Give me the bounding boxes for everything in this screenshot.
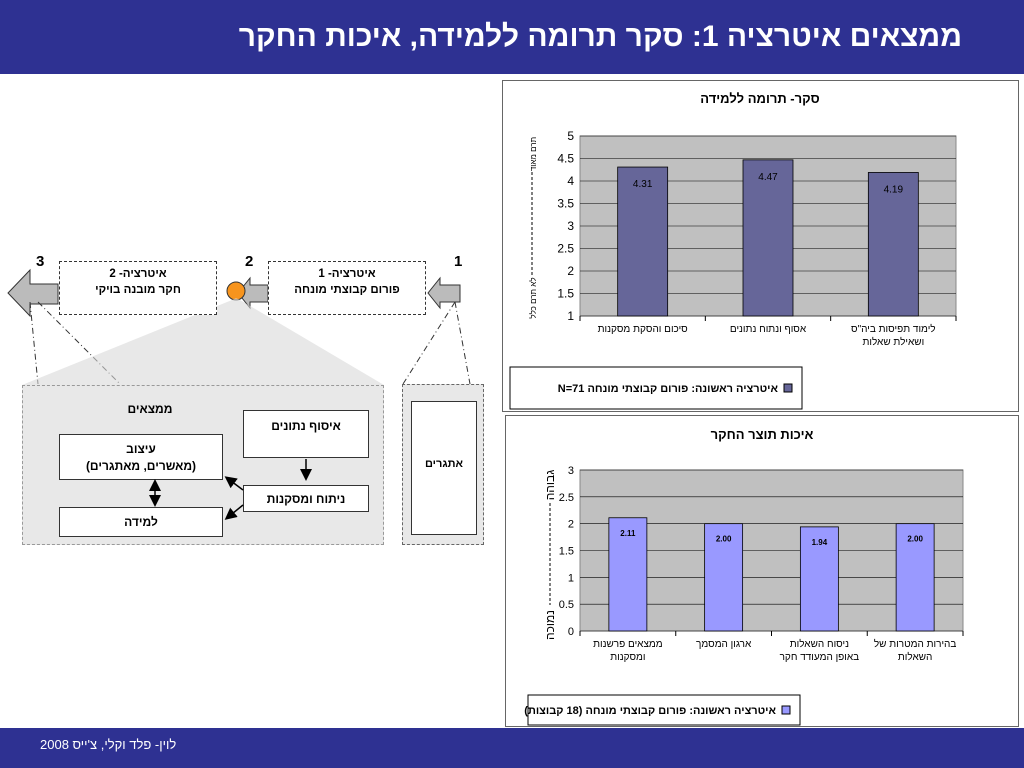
step-number-2: 2 (245, 253, 254, 270)
findings-arrows (149, 459, 312, 520)
step-number-3: 3 (36, 253, 45, 270)
y-tick-label: 0.5 (559, 599, 574, 611)
legend-label: איטרציה ראשונה: פורום קבוצתי מונחה (18 ק… (524, 705, 776, 717)
y-tick-label: 1.5 (559, 546, 574, 558)
learning-label: למידה (124, 515, 158, 529)
iteration-2-title: איטרציה- 2 (109, 268, 167, 280)
bar (704, 523, 744, 632)
slide-title: ממצאים איטרציה 1: סקר תרומה ללמידה, איכו… (238, 20, 962, 53)
y-axis-label-top: תרם מאוד (529, 137, 538, 171)
learning-box: למידה (59, 507, 223, 537)
chart-title: סקר- תרומה ללמידה (700, 91, 819, 106)
y-tick-label: 3 (568, 465, 574, 477)
findings-title: ממצאים (127, 402, 173, 416)
y-axis-label-top: גבוהה (543, 470, 557, 501)
step-number-1: 1 (454, 253, 463, 270)
bar (867, 172, 919, 317)
y-tick-label: 3 (567, 219, 574, 233)
findings-callout (22, 298, 384, 385)
legend-swatch (781, 705, 791, 715)
slide-footer: לוין- פלד וקלי, צ'ייס 2008 (0, 728, 1024, 768)
iteration-1-title: איטרציה- 1 (318, 268, 376, 280)
y-axis-label-bottom: לא תרם כלל (529, 277, 538, 318)
bar (608, 517, 648, 632)
connector-line (29, 301, 39, 385)
y-tick-label: 2.5 (559, 492, 574, 504)
bar-data-label: 4.47 (758, 172, 778, 183)
y-tick-label: 1.5 (557, 287, 574, 301)
x-category-label: ארגון המסמך (696, 639, 752, 650)
design-label: עיצוב (126, 442, 156, 456)
bar (799, 526, 839, 632)
design-sublabel: (מאשרים, מאתגרים) (85, 459, 197, 473)
arrow-analysis-to-design (224, 476, 244, 491)
chart-quality: איכות תוצר החקר 3 2.5 2 1.5 1 0.5 0 2.00 בהירות ה… (524, 427, 964, 726)
y-tick-label: 4 (567, 174, 574, 188)
y-tick-label: 3.5 (557, 197, 574, 211)
connector-line (454, 301, 471, 385)
arrow-analysis-to-learning (224, 504, 244, 520)
bar (742, 159, 794, 317)
y-tick-label: 2 (567, 264, 574, 278)
slide-header: ממצאים איטרציה 1: סקר תרומה ללמידה, איכו… (0, 0, 1024, 74)
challenges-box: אתגרים (411, 401, 477, 535)
chart-title: איכות תוצר החקר (711, 427, 814, 442)
y-axis-label-bottom: נמוכה (543, 610, 557, 640)
iteration-2-subtitle: חקר מובנה בויקי (95, 284, 181, 296)
bar-data-label: 4.19 (884, 184, 904, 195)
arrow-right-step (427, 276, 461, 310)
footer-citation: לוין- פלד וקלי, צ'ייס 2008 (40, 737, 177, 752)
bar (895, 523, 935, 632)
x-category-label: אסוף ונתוח נתונים (730, 324, 807, 335)
process-diagram (7, 268, 471, 385)
y-tick-label: 2.5 (557, 242, 574, 256)
bar-data-label: 2.00 (907, 535, 923, 544)
chart-contribution: סקר- תרומה ללמידה 5 4.5 4 3.5 3 2.5 2 1.5 1 4.19 לי… (509, 91, 957, 410)
y-tick-label: 1 (567, 309, 574, 323)
y-tick-label: 4.5 (557, 152, 574, 166)
challenges-label: אתגרים (424, 458, 464, 470)
analysis-box: ניתוח ומסקנות (243, 485, 369, 512)
x-category-label: סיכום והסקת מסקנות (598, 324, 689, 335)
iteration-1-box: איטרציה- 1 פורום קבוצתי מונחה (268, 261, 426, 315)
legend-label: איטרציה ראשונה: פורום קבוצתי מונחה N=71 (558, 383, 779, 395)
y-tick-label: 0 (568, 626, 574, 638)
data-collection-box: איסוף נתונים (243, 410, 369, 458)
iteration-1-subtitle: פורום קבוצתי מונחה (294, 284, 400, 296)
bar-data-label: 2.11 (620, 529, 636, 538)
legend-box (527, 694, 801, 726)
legend-box (509, 366, 803, 410)
y-tick-label: 5 (567, 129, 574, 143)
design-box: עיצוב (מאשרים, מאתגרים) (59, 434, 223, 480)
bar (617, 166, 669, 317)
y-tick-label: 1 (568, 572, 574, 584)
legend-swatch (783, 383, 793, 393)
connector-line (402, 301, 456, 385)
bar-data-label: 4.31 (633, 179, 653, 190)
bar-data-label: 1.94 (812, 538, 828, 547)
bar-data-label: 2.00 (716, 535, 732, 544)
iteration-2-box: איטרציה- 2 חקר מובנה בויקי (59, 261, 217, 315)
arrow-left-step (7, 268, 59, 318)
data-collection-label: איסוף נתונים (271, 419, 341, 433)
y-tick-label: 2 (568, 519, 574, 531)
analysis-label: ניתוח ומסקנות (266, 492, 346, 506)
